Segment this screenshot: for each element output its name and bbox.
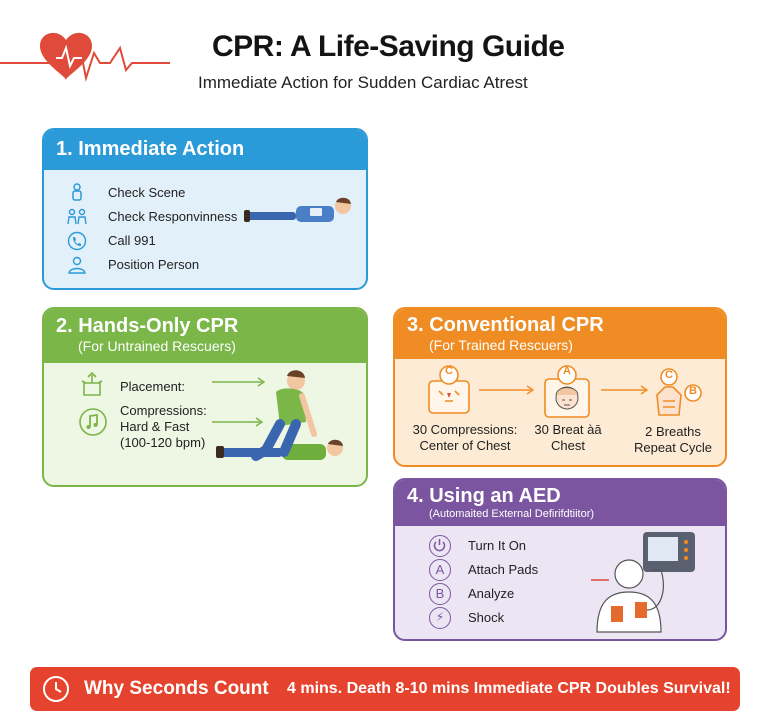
list-item-label: Check Scene	[108, 185, 186, 200]
placement-label: Placement:	[120, 379, 186, 394]
lying-person-illustration	[244, 197, 351, 222]
music-note-icon	[79, 408, 107, 436]
hands-only-cpr-card: 2. Hands-Only CPR (For Untrained Rescuer…	[42, 307, 368, 487]
list-item-label: Position Person	[108, 257, 200, 272]
heart-ecg-icon	[0, 32, 170, 82]
immediate-action-header: 1. Immediate Action	[44, 130, 366, 170]
page-title: CPR: A Life-Saving Guide	[212, 30, 565, 63]
step-label: Chest	[551, 438, 585, 453]
conventional-header: 3. Conventional CPR (For Trained Rescuer…	[395, 309, 725, 359]
placement-icon	[81, 371, 103, 396]
conventional-cpr-card: 3. Conventional CPR (For Trained Rescuer…	[393, 307, 727, 467]
hands-only-subtitle: (For Untrained Rescuers)	[78, 338, 236, 354]
aed-device-illustration	[591, 532, 695, 633]
banner-title: Why Seconds Count	[84, 678, 269, 699]
step-label: Center of Chest	[419, 438, 511, 453]
aed-step-label: Analyze	[468, 586, 515, 601]
conventional-subtitle: (For Trained Rescuers)	[429, 337, 573, 353]
step-label: 30 Compressions:	[412, 422, 518, 437]
aed-header: 4. Using an AED (Automaited External Def…	[395, 480, 725, 526]
aed-step-label: Shock	[468, 610, 505, 625]
list-item-label: Check Responvinness	[108, 209, 238, 224]
step-badge-b: B	[689, 385, 697, 397]
letter-a-icon: A	[429, 559, 451, 581]
why-seconds-count-banner: Why Seconds Count 4 mins. Death 8-10 min…	[30, 667, 740, 711]
phone-icon	[67, 231, 87, 251]
step-badge-a: A	[563, 365, 571, 377]
person-icon	[72, 183, 82, 201]
aed-title: 4. Using an AED	[407, 485, 561, 507]
compressions-detail: Hard & Fast	[120, 419, 190, 434]
lightning-icon: ⚡	[429, 607, 451, 629]
hands-only-header: 2. Hands-Only CPR (For Untrained Rescuer…	[44, 309, 366, 363]
step-badge-c: C	[445, 365, 453, 377]
conventional-title: 3. Conventional CPR	[407, 314, 604, 336]
arrow-icon	[479, 385, 535, 395]
compressions-label: Compressions:	[120, 403, 207, 418]
hands-only-title: 2. Hands-Only CPR	[56, 315, 239, 337]
arrow-icon	[601, 385, 649, 395]
aed-subtitle: (Automaited External Defirifdtiitor)	[429, 508, 595, 520]
chest-compression-icon	[428, 365, 470, 414]
rescue-breath-icon	[656, 368, 702, 416]
people-icon	[67, 208, 87, 225]
aed-step-label: Attach Pads	[468, 562, 539, 577]
immediate-action-title: 1. Immediate Action	[56, 138, 245, 160]
step-label: 2 Breaths	[645, 424, 701, 439]
aed-step-label: Turn It On	[468, 538, 527, 553]
aed-card: 4. Using an AED (Automaited External Def…	[393, 478, 727, 641]
person-outline-icon	[68, 256, 86, 274]
page-subtitle: Immediate Action for Sudden Cardiac Atre…	[198, 73, 528, 92]
letter-b-icon: B	[429, 583, 451, 605]
compressions-rate: (100-120 bpm)	[120, 435, 206, 450]
step-label: 30 Breat àā	[534, 422, 602, 437]
power-icon	[429, 535, 451, 557]
banner-text: 4 mins. Death 8-10 mins Immediate CPR Do…	[287, 680, 731, 697]
clock-icon	[43, 676, 69, 702]
cpr-rescuer-illustration	[212, 370, 343, 461]
list-item-label: Call 991	[108, 233, 156, 248]
airway-head-icon	[544, 365, 590, 418]
step-badge-c: C	[665, 369, 673, 381]
immediate-action-card: 1. Immediate Action Check Scene Check Re…	[42, 128, 368, 290]
step-label: Repeat Cycle	[633, 440, 713, 455]
